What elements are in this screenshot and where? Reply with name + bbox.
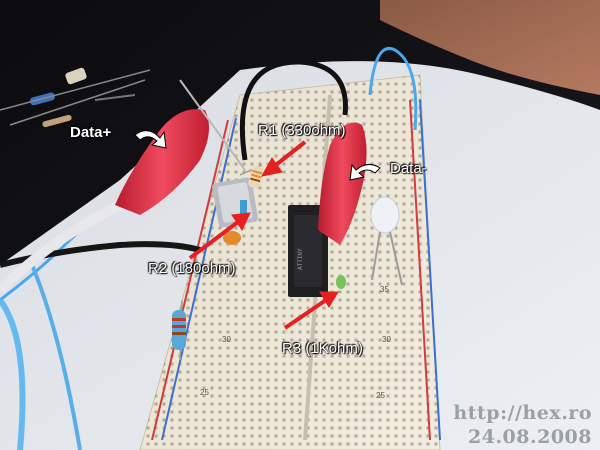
row-number-30-right: 30 [382, 335, 391, 344]
red-clip-right [318, 122, 367, 245]
arrow-r3 [283, 298, 328, 330]
svg-text:ATTINY: ATTINY [297, 248, 304, 270]
loose-components [0, 67, 151, 128]
hand-area [380, 0, 600, 95]
blue-wire-right [368, 47, 418, 131]
black-wire [239, 59, 348, 161]
arrow-data-minus [349, 163, 381, 181]
resistor-r1 [239, 164, 264, 189]
label-r2: R2 (180ohm) [148, 260, 236, 277]
row-number-25-right: 25 [376, 391, 385, 400]
blue-cable-front [0, 298, 26, 450]
label-r1: R1 (330ohm) [258, 122, 346, 139]
green-led [336, 275, 346, 289]
row-number-25-left: 25 [200, 388, 209, 397]
row-number-30-left: 30 [222, 335, 231, 344]
arrow-r2 [188, 220, 240, 260]
watermark-date: 24.08.2008 [468, 426, 592, 448]
ic-chip: ATTINY [288, 205, 328, 297]
label-data-minus: Data- [390, 160, 427, 177]
watermark-url: http://hex.ro [453, 402, 592, 424]
white-arrows [134, 130, 381, 181]
blue-resistor [172, 299, 186, 361]
red-clip-left [0, 79, 246, 294]
annotation-arrows [188, 140, 339, 330]
clear-led [370, 196, 403, 286]
label-data-plus: Data+ [70, 124, 112, 141]
blue-component [240, 200, 247, 214]
orange-capacitor [223, 231, 241, 245]
arrow-r1 [270, 140, 307, 170]
blue-cable-front-2 [28, 259, 82, 450]
row-number-35-right: 35 [380, 285, 389, 294]
label-r3: R3 (1Kohm) [282, 340, 363, 357]
arrow-data-plus [134, 130, 167, 149]
